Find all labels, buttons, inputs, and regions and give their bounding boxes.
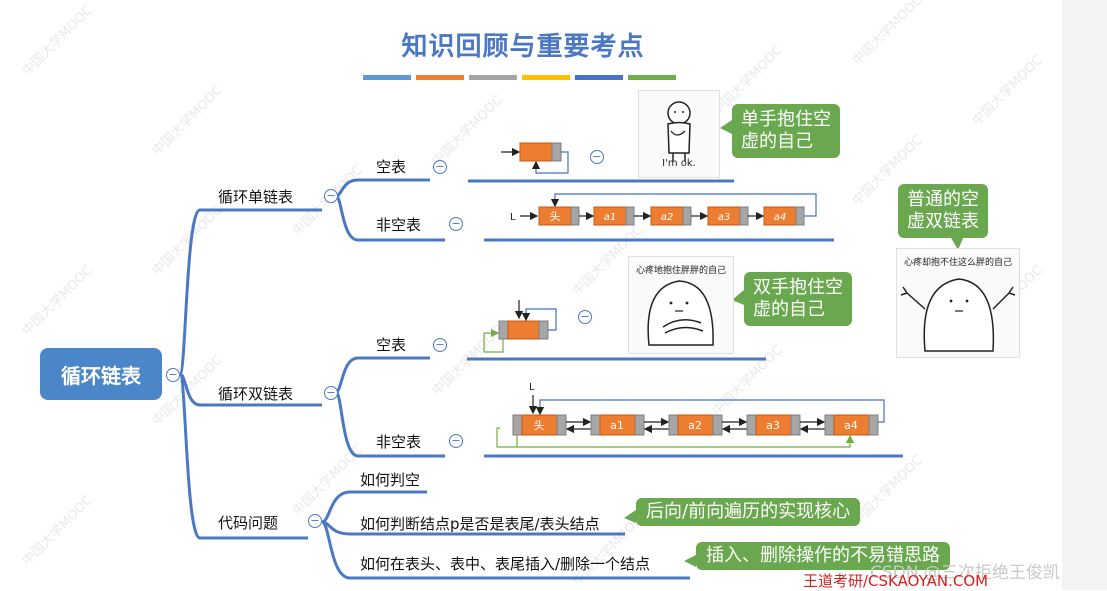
node-label: a1 bbox=[604, 212, 617, 223]
branch-code-issues[interactable]: 代码问题 bbox=[218, 514, 279, 532]
circular-back-link bbox=[550, 193, 817, 217]
callout-ordinary-double: 普通的空 虚双链表 bbox=[898, 184, 988, 238]
single-collapse-icon[interactable]: − bbox=[324, 189, 338, 203]
single-empty-diagram bbox=[501, 142, 569, 174]
double-collapse-icon[interactable]: − bbox=[324, 386, 338, 400]
prior-pointer bbox=[590, 414, 601, 436]
root-connectors bbox=[178, 208, 322, 540]
node-label: a4 bbox=[844, 419, 858, 432]
single-empty-label[interactable]: 空表 bbox=[376, 158, 407, 176]
single-empty-sub-collapse-icon[interactable]: − bbox=[590, 150, 604, 164]
node-label: 头 bbox=[550, 210, 561, 223]
root-collapse-icon[interactable]: − bbox=[166, 368, 180, 382]
title-bar-1 bbox=[363, 75, 411, 80]
sticker-double-hug: 心疼地抱住胖胖的自己 bbox=[628, 256, 734, 354]
next-pointer bbox=[790, 414, 801, 436]
list-name-label: L bbox=[510, 212, 516, 223]
single-nonempty-diagram: L 头 a1 a2 a3 a4 bbox=[510, 193, 817, 226]
title-bar-2 bbox=[416, 75, 464, 80]
title-bar-3 bbox=[469, 75, 517, 80]
prior-pointer bbox=[512, 414, 523, 436]
list-name-label: L bbox=[529, 382, 535, 393]
branch-connectors bbox=[321, 178, 903, 580]
double-empty-sub-collapse-icon[interactable]: − bbox=[578, 310, 592, 324]
single-empty-collapse-icon[interactable]: − bbox=[433, 160, 447, 174]
circular-next-link bbox=[535, 399, 885, 423]
double-nonempty-label[interactable]: 非空表 bbox=[376, 433, 422, 451]
site-brand: 王道考研/CSKAOYAN.COM bbox=[803, 572, 989, 590]
node-label: a4 bbox=[774, 212, 787, 223]
node-label: a2 bbox=[688, 419, 702, 432]
ok-figure-icon bbox=[667, 101, 691, 161]
callout-single-hug: 单手抱住空 虚的自己 bbox=[732, 104, 840, 158]
node-label: a1 bbox=[610, 419, 624, 432]
prior-pointer bbox=[746, 414, 757, 436]
slide-title: 知识回顾与重要考点 bbox=[401, 32, 645, 62]
node-pointer bbox=[795, 206, 805, 226]
node-pointer bbox=[682, 206, 692, 226]
prior-pointer bbox=[824, 414, 835, 436]
next-pointer bbox=[712, 414, 723, 436]
title-bar-5 bbox=[575, 75, 623, 80]
ordinary-sticker-caption: 心疼却抱不住这么胖的自己 bbox=[903, 258, 1012, 268]
title-bar-4 bbox=[522, 75, 570, 80]
callout-double-hug: 双手抱住空 虚的自己 bbox=[744, 272, 852, 326]
callout-insert-delete: 插入、删除操作的不易错思路 bbox=[696, 542, 950, 570]
code-item-empty-check[interactable]: 如何判空 bbox=[360, 471, 421, 489]
sticker-im-ok: I'm ok. bbox=[638, 90, 720, 178]
node-label: 头 bbox=[534, 419, 545, 432]
double-empty-collapse-icon[interactable]: − bbox=[433, 338, 447, 352]
node-label: a3 bbox=[766, 419, 780, 432]
next-pointer bbox=[868, 414, 879, 436]
right-side-panel bbox=[1062, 0, 1107, 590]
blob-arms-open-figure-icon bbox=[900, 278, 1016, 352]
double-nonempty-diagram: L 头 a1 a2 a3 a4 bbox=[496, 382, 885, 448]
next-pointer bbox=[556, 414, 567, 436]
double-empty-label[interactable]: 空表 bbox=[376, 336, 407, 354]
branch-double-circular[interactable]: 循环双链表 bbox=[218, 385, 294, 403]
code-item-insert-delete[interactable]: 如何在表头、表中、表尾插入/删除一个结点 bbox=[360, 555, 651, 573]
blob-hug-figure-icon bbox=[647, 280, 714, 346]
code-collapse-icon[interactable]: − bbox=[308, 514, 322, 528]
title-bar-6 bbox=[628, 75, 676, 80]
double-sticker-caption: 心疼地抱住胖胖的自己 bbox=[635, 266, 726, 276]
node-pointer bbox=[739, 206, 749, 226]
prior-pointer bbox=[668, 414, 679, 436]
root-node[interactable]: 循环链表 bbox=[40, 348, 162, 400]
node-pointer bbox=[625, 206, 635, 226]
double-empty-diagram bbox=[483, 300, 557, 353]
head-prior-link bbox=[496, 427, 518, 448]
ok-caption: I'm ok. bbox=[662, 158, 696, 169]
callout-traverse-core: 后向/前向遍历的实现核心 bbox=[636, 498, 861, 526]
double-nonempty-collapse-icon[interactable]: − bbox=[449, 434, 463, 448]
branch-single-circular[interactable]: 循环单链表 bbox=[218, 188, 294, 206]
next-pointer bbox=[634, 414, 645, 436]
circular-prior-link bbox=[517, 434, 855, 448]
single-nonempty-label[interactable]: 非空表 bbox=[376, 216, 422, 234]
node-pointer bbox=[570, 206, 580, 226]
node-label: a3 bbox=[718, 212, 731, 223]
code-item-tail-head-check[interactable]: 如何判断结点p是否是表尾/表头结点 bbox=[360, 515, 600, 533]
sticker-ordinary: 心疼却抱不住这么胖的自己 bbox=[896, 248, 1020, 358]
csdn-watermark: CSDN @三次拒绝王俊凯 bbox=[870, 563, 1060, 583]
node-label: a2 bbox=[661, 212, 674, 223]
single-nonempty-collapse-icon[interactable]: − bbox=[449, 217, 463, 231]
